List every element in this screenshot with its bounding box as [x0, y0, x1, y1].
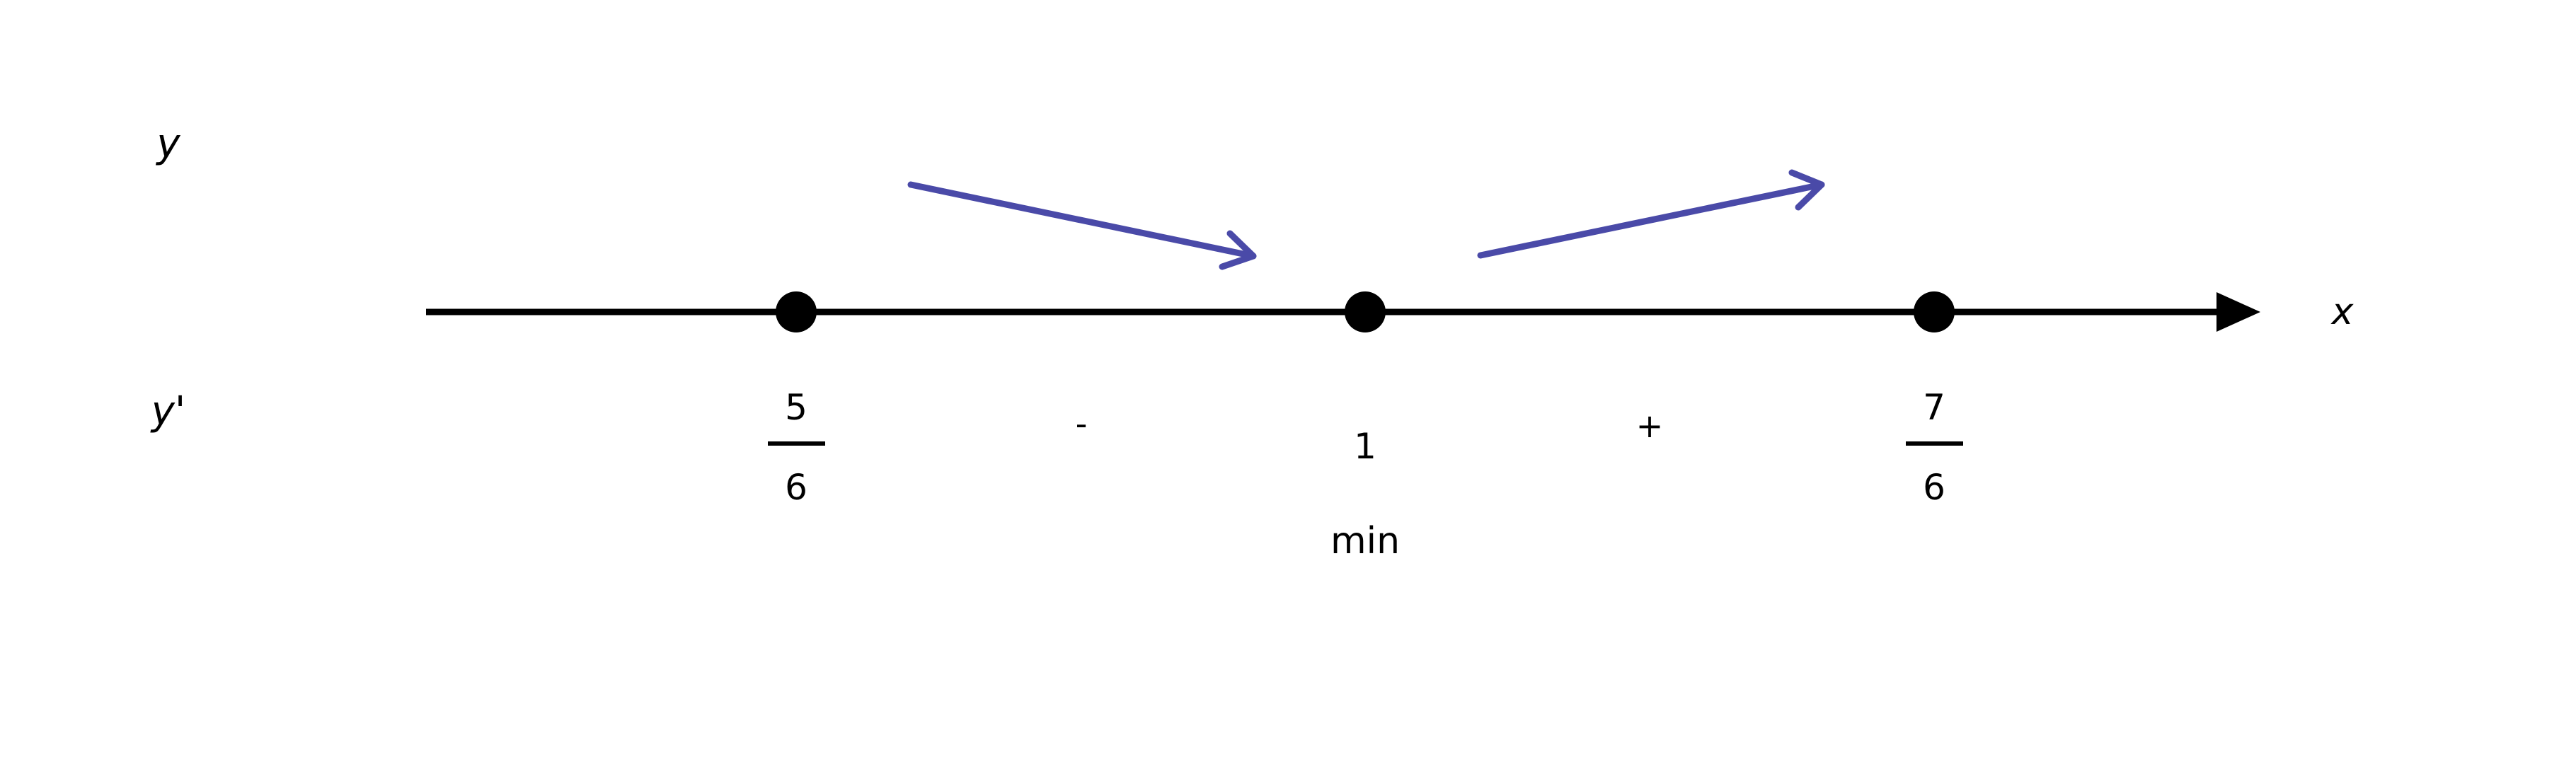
x-axis-label: x	[2330, 291, 2354, 333]
decreasing-trend-arrow	[907, 181, 1257, 270]
point-5-6-numerator: 5	[785, 387, 807, 428]
min-label: min	[1330, 520, 1400, 562]
y-row-label: y	[155, 121, 180, 167]
critical-point-1	[1345, 291, 1386, 332]
point-1-label: 1	[1354, 426, 1376, 467]
point-7-6-denominator: 6	[1923, 467, 1945, 508]
derivative-sign-positive: +	[1636, 407, 1664, 445]
critical-point-7-6	[1914, 291, 1955, 332]
y-prime-row-label: y'	[150, 388, 186, 434]
point-7-6-numerator: 7	[1923, 387, 1945, 428]
point-5-6-denominator: 6	[785, 467, 807, 508]
increasing-trend-arrow	[1477, 169, 1825, 259]
axis-arrowhead	[2216, 292, 2260, 332]
derivative-sign-negative: -	[1076, 405, 1088, 443]
critical-point-5-6	[776, 291, 817, 332]
